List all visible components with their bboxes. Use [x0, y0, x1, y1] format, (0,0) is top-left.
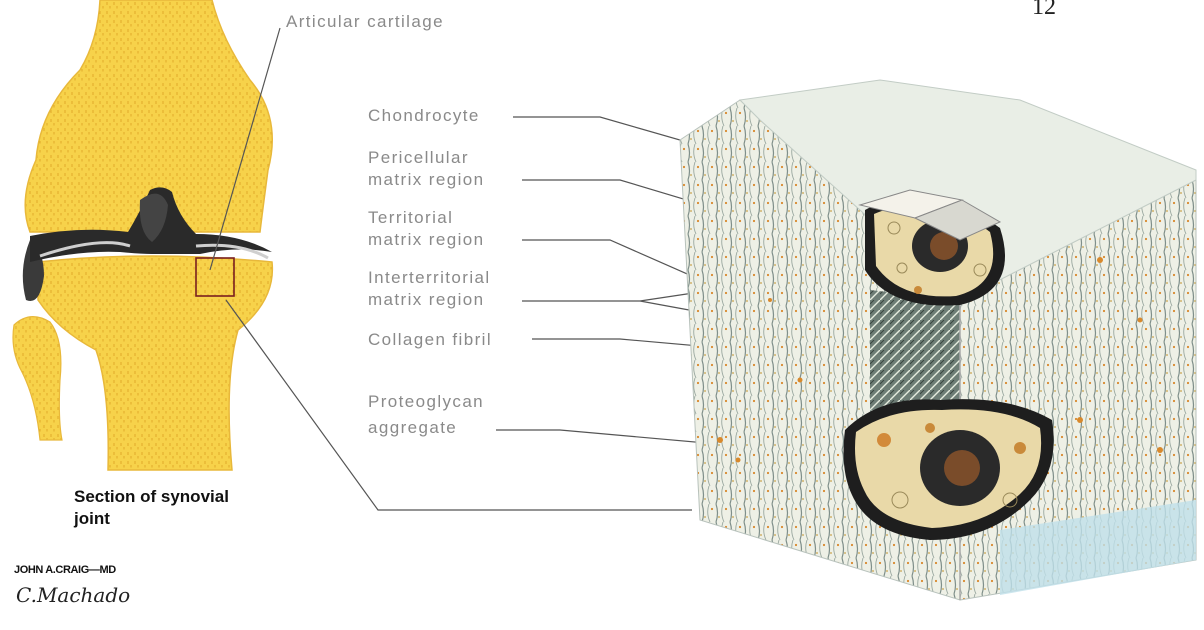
pericellular-label-line1: Pericellular [368, 148, 469, 168]
proteoglycan-label-line2: aggregate [368, 418, 457, 438]
articular-cartilage-label: Articular cartilage [286, 12, 444, 32]
interterritorial-label-line1: Interterritorial [368, 268, 491, 288]
collagen-fibril-label: Collagen fibril [368, 330, 492, 350]
interterritorial-label-line2: matrix region [368, 290, 484, 310]
proteoglycan-label-line1: Proteoglycan [368, 392, 484, 412]
territorial-label-line1: Territorial [368, 208, 453, 228]
artist-signature-machado: C.Machado [16, 583, 130, 607]
chondrocyte-label: Chondrocyte [368, 106, 480, 126]
pericellular-label-line2: matrix region [368, 170, 484, 190]
page-number: 12 [1032, 0, 1056, 21]
knee-section [13, 0, 272, 470]
fibula [13, 317, 62, 440]
tibia [38, 256, 272, 470]
knee-caption: Section of synovial joint [74, 486, 234, 530]
cartilage-block [680, 80, 1196, 600]
territorial-label-line2: matrix region [368, 230, 484, 250]
interterritorial-leader [522, 292, 700, 312]
artist-signature-craig: JOHN A.CRAIG—MD [14, 564, 116, 576]
